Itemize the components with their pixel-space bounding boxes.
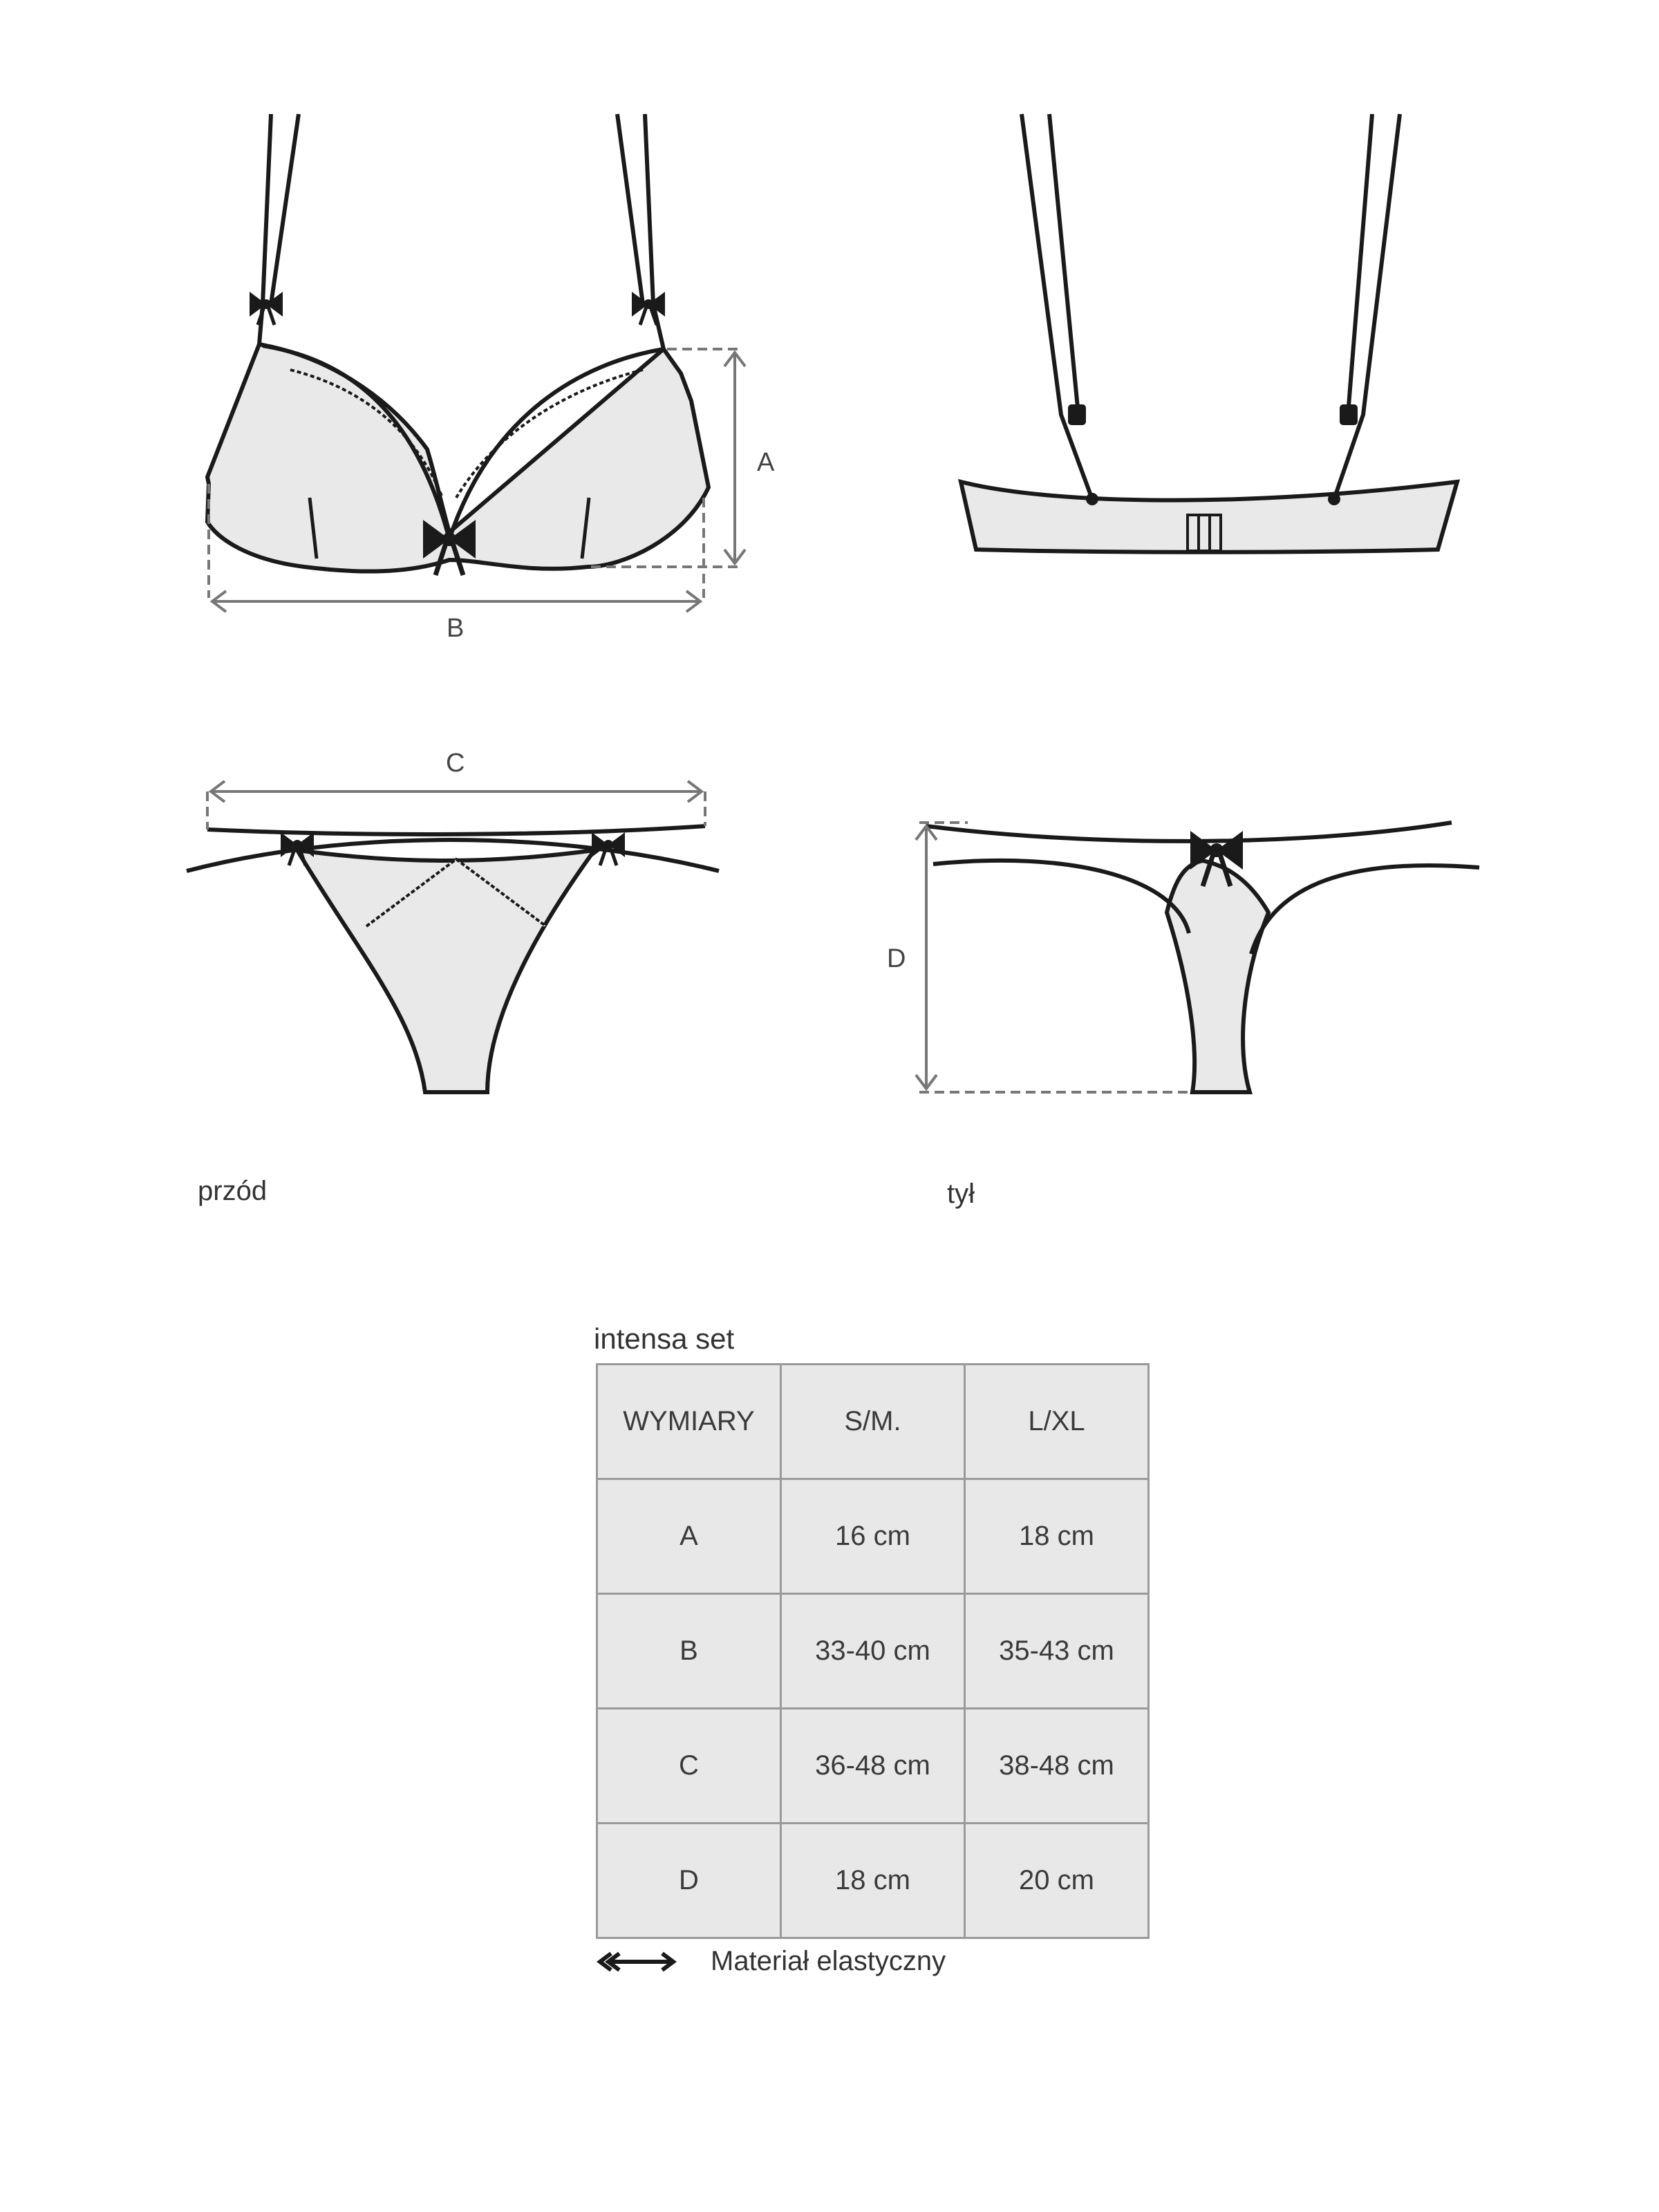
table-row: A 16 cm 18 cm [596, 1478, 1150, 1595]
table-cell: 35-43 cm [964, 1593, 1150, 1709]
table-cell: 16 cm [780, 1478, 966, 1595]
bra-front-drawing [205, 113, 711, 575]
table-header-row: WYMIARY S/M. L/XL [596, 1363, 1150, 1480]
table-cell: B [596, 1593, 782, 1709]
header-cell: WYMIARY [596, 1363, 782, 1480]
elastic-arrows-icon [597, 1951, 677, 1971]
table-cell: 33-40 cm [780, 1593, 966, 1709]
table-cell: 38-48 cm [964, 1707, 1150, 1824]
table-cell: 20 cm [964, 1822, 1150, 1939]
dimension-c-marker [206, 780, 706, 830]
dimension-a-marker [591, 348, 747, 568]
table-cell: 36-48 cm [780, 1707, 966, 1824]
legend-text: Materiał elastyczny [711, 1946, 946, 1976]
table-title: intensa set [594, 1322, 735, 1355]
legend: Materiał elastyczny [596, 1946, 946, 1977]
table-row: C 36-48 cm 38-48 cm [596, 1707, 1150, 1824]
dimension-a-label: A [757, 448, 775, 477]
dimension-d-label: D [887, 944, 906, 973]
table-cell: D [596, 1822, 782, 1939]
front-view-label: przód [198, 1176, 268, 1206]
brief-back-drawing [926, 821, 1480, 1094]
table-row: B 33-40 cm 35-43 cm [596, 1593, 1150, 1709]
table-cell: 18 cm [780, 1822, 966, 1939]
dimension-d-marker [915, 821, 1192, 1094]
garment-diagrams [186, 113, 1480, 1094]
back-view-label: tył [947, 1179, 975, 1209]
dimension-b-label: B [447, 614, 465, 643]
dimension-c-label: C [446, 749, 465, 778]
header-cell: S/M. [780, 1363, 966, 1480]
table-cell: 18 cm [964, 1478, 1150, 1595]
bra-back-drawing [958, 113, 1461, 554]
table-row: D 18 cm 20 cm [596, 1822, 1150, 1939]
dimension-b-marker [207, 484, 705, 613]
brief-front-drawing [186, 824, 720, 1094]
header-cell: L/XL [964, 1363, 1150, 1480]
size-table: WYMIARY S/M. L/XL A 16 cm 18 cm B 33-40 … [596, 1363, 1150, 1939]
table-cell: C [596, 1707, 782, 1824]
table-cell: A [596, 1478, 782, 1595]
